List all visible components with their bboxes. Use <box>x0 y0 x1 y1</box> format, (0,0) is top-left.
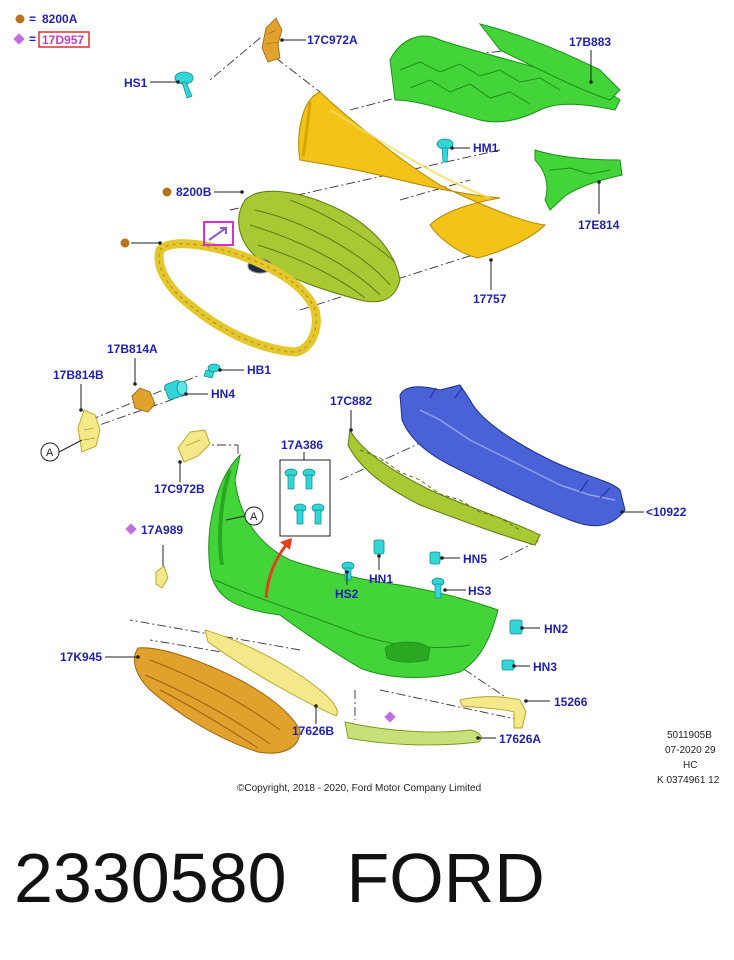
label-17b814b: 17B814B <box>53 368 104 382</box>
bracket-17b814a[interactable] <box>131 387 156 413</box>
label-hs3: HS3 <box>468 584 492 598</box>
nut-hn3[interactable] <box>501 659 515 671</box>
fastener-kit-17a386[interactable] <box>279 459 331 537</box>
label-17757: 17757 <box>473 292 507 306</box>
part-labels: 17C972A 17B883 HS1 HM1 8200B 17E814 1775… <box>53 33 687 746</box>
label-hb1: HB1 <box>247 363 271 377</box>
purple-diamond-icon <box>125 523 137 535</box>
label-17c972b: 17C972B <box>154 482 205 496</box>
label-10922: <10922 <box>646 505 687 519</box>
label-hs2: HS2 <box>335 587 359 601</box>
label-17626b: 17626B <box>292 724 334 738</box>
grille-8200b[interactable] <box>238 190 401 303</box>
legend-code-box <box>38 31 90 48</box>
absorber-17c882[interactable] <box>347 428 541 546</box>
label-hm1: HM1 <box>473 141 499 155</box>
label-8200b: 8200B <box>176 185 212 199</box>
footer-caption: 2330580 FORD <box>14 838 545 918</box>
label-17c972a: 17C972A <box>307 33 358 47</box>
label-17e814: 17E814 <box>578 218 620 232</box>
legend: = 8200A = 17D957 <box>13 12 90 48</box>
trim-17626b[interactable] <box>204 629 338 717</box>
meta-line-4: K 0374961 12 <box>657 775 720 786</box>
purple-diamond-icon <box>384 711 396 723</box>
legend-code-8200a: 8200A <box>42 12 78 26</box>
callout-a-left: A <box>40 439 83 462</box>
svg-text:A: A <box>250 511 258 523</box>
pin-hm1[interactable] <box>436 138 454 163</box>
legend-eq-1: = <box>29 12 36 26</box>
trim-15266[interactable] <box>459 696 527 729</box>
reinforcement-17b883[interactable] <box>389 23 621 123</box>
leader-lines <box>79 38 644 740</box>
bracket-17c972b[interactable] <box>177 429 211 463</box>
svg-text:A: A <box>46 447 54 459</box>
cover-17757[interactable] <box>298 91 547 259</box>
beam-10922[interactable] <box>399 384 626 527</box>
callout-a-right: A <box>225 506 264 526</box>
label-hn5: HN5 <box>463 552 487 566</box>
legend-eq-2: = <box>29 32 36 46</box>
label-hn4: HN4 <box>211 387 235 401</box>
purple-diamond-icon <box>13 33 25 45</box>
bumper-cover[interactable] <box>208 453 499 679</box>
nut-hn5[interactable] <box>429 551 441 565</box>
nut-hn2[interactable] <box>509 619 523 635</box>
label-17b883: 17B883 <box>569 35 611 49</box>
label-17b814a: 17B814A <box>107 342 158 356</box>
label-hn1: HN1 <box>369 572 393 586</box>
nut-hn4[interactable] <box>164 380 188 401</box>
label-17k945: 17K945 <box>60 650 102 664</box>
trim-17626a[interactable] <box>344 721 482 746</box>
brand-name: FORD <box>346 839 545 917</box>
clip-17a989[interactable] <box>155 565 169 589</box>
label-hs1: HS1 <box>124 76 148 90</box>
bracket-17b814b[interactable] <box>77 409 101 453</box>
grille-frame-8200a[interactable] <box>154 239 321 357</box>
part-number: 2330580 <box>14 839 287 917</box>
highlight-box <box>203 221 234 246</box>
meta-line-3: HC <box>683 760 697 771</box>
label-17a989: 17A989 <box>141 523 183 537</box>
illustration-meta: 5011905B 07-2020 29 HC K 0374961 12 <box>657 730 720 786</box>
meta-line-2: 07-2020 29 <box>665 745 716 756</box>
brown-dot-icon <box>120 238 130 248</box>
nut-hn1[interactable] <box>373 539 385 555</box>
direction-arrow <box>264 538 292 599</box>
screw-hs2[interactable] <box>341 561 355 581</box>
copyright-text: ©Copyright, 2018 - 2020, Ford Motor Comp… <box>237 783 481 794</box>
meta-line-1: 5011905B <box>667 730 712 741</box>
screw-hs1[interactable] <box>174 71 194 99</box>
clip-hb1[interactable] <box>203 363 221 379</box>
brown-dot-icon <box>162 187 172 197</box>
label-17626a: 17626A <box>499 732 541 746</box>
brown-dot-icon <box>15 14 25 24</box>
legend-code-17d957: 17D957 <box>42 33 84 47</box>
label-hn2: HN2 <box>544 622 568 636</box>
bracket-17c972a[interactable] <box>261 17 283 63</box>
grille-17k945[interactable] <box>134 647 301 754</box>
screw-hs3[interactable] <box>431 577 445 599</box>
bracket-17e814[interactable] <box>534 149 623 211</box>
label-17a386: 17A386 <box>281 438 323 452</box>
label-15266: 15266 <box>554 695 588 709</box>
label-hn3: HN3 <box>533 660 557 674</box>
label-17c882: 17C882 <box>330 394 372 408</box>
